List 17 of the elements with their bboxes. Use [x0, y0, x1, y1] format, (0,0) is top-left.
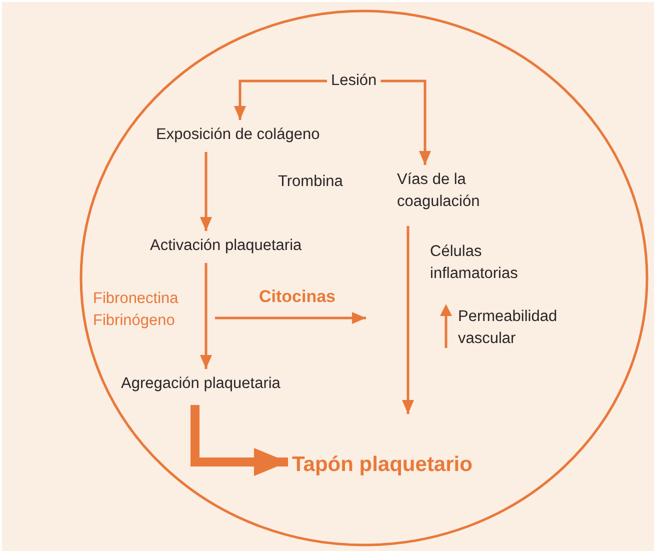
arrow [200, 263, 212, 369]
node-text: Vías de la coagulación [397, 169, 527, 213]
label-text: Trombina [278, 172, 343, 192]
node-text: Activación plaquetaria [150, 235, 302, 257]
arrow [380, 80, 431, 165]
label-text: Permeabilidad vascular [458, 307, 558, 349]
node-text: Fibronectina Fibrinógeno [93, 288, 193, 332]
node-text: Agregación plaquetaria [121, 373, 280, 395]
arrow [190, 405, 288, 476]
arrow [215, 312, 366, 324]
node-text: Exposición de colágeno [156, 124, 320, 146]
arrow [234, 80, 327, 120]
node-text: Lesión [331, 70, 377, 92]
arrow [200, 152, 212, 231]
node-text: Tapón plaquetario [292, 451, 472, 479]
label-text: Células inflamatorias [430, 242, 519, 284]
arrow [402, 226, 414, 414]
